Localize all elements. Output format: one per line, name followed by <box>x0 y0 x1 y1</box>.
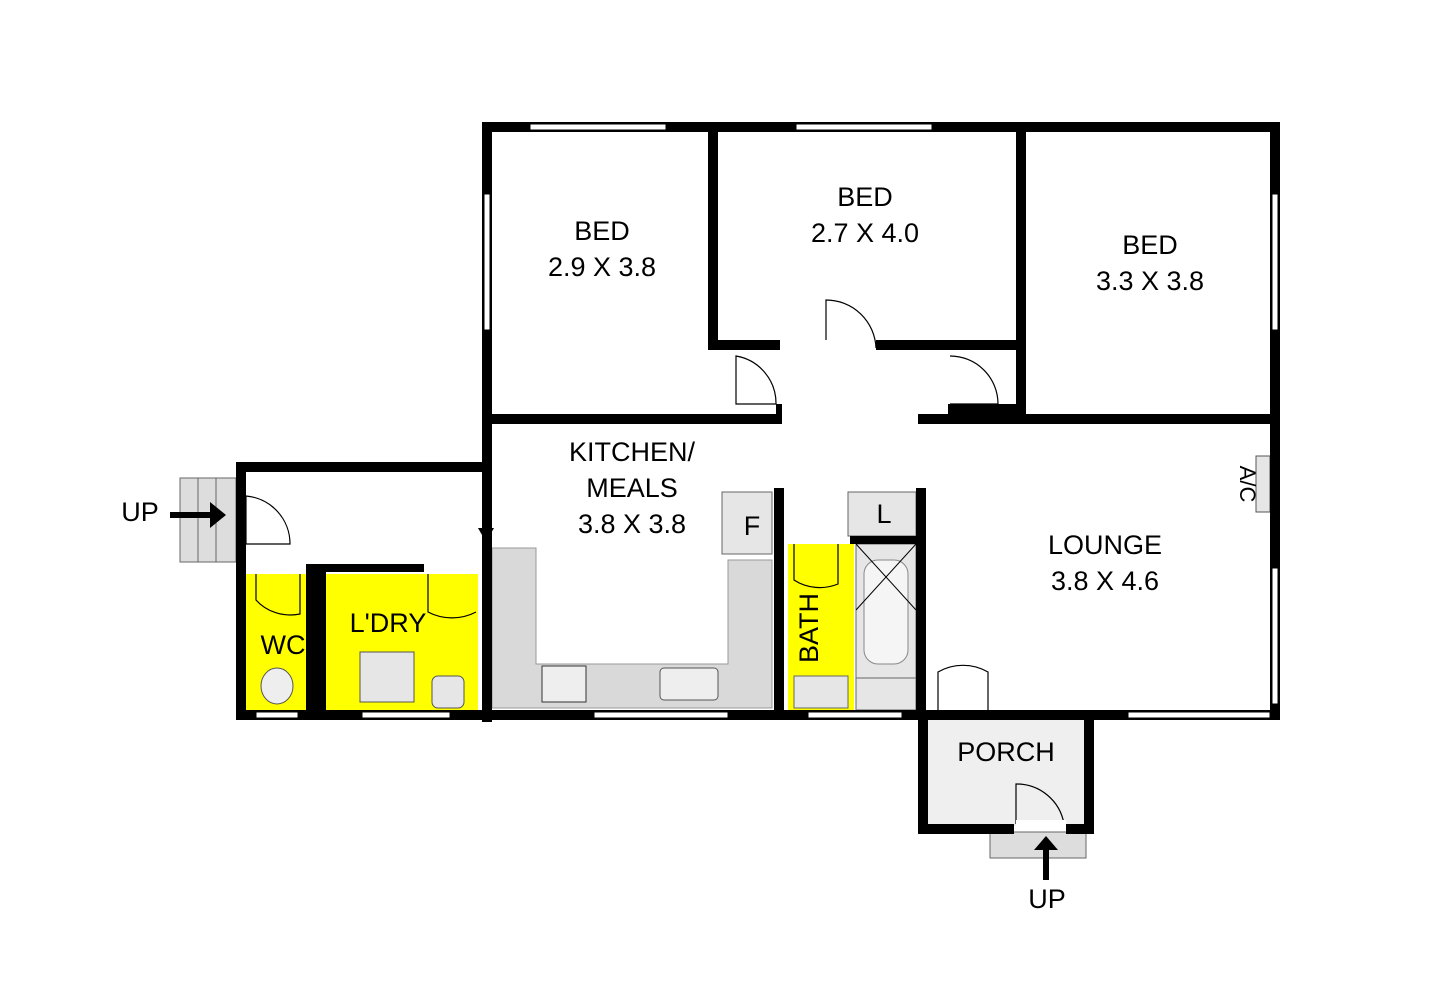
arrow-down-icon <box>478 528 494 542</box>
doors <box>245 299 1066 830</box>
toilet-icon <box>260 667 294 705</box>
kitchen-name: KITCHEN/ <box>569 437 696 467</box>
bed3-size: 3.3 X 3.8 <box>1096 266 1204 296</box>
bath-name: BATH <box>794 593 824 663</box>
kitchen-bench <box>491 547 773 709</box>
sink-icon <box>659 667 719 701</box>
washing-machine-icon <box>359 651 415 703</box>
fridge-space <box>721 491 773 555</box>
bed1-name: BED <box>574 216 630 246</box>
bathtub-inner <box>863 559 909 665</box>
bed1-size: 2.9 X 3.8 <box>548 252 656 282</box>
bed2-name: BED <box>837 182 893 212</box>
arrow-up-icon <box>1034 836 1058 850</box>
walls <box>236 122 1280 834</box>
bath-cabinet <box>855 677 917 711</box>
lounge-name: LOUNGE <box>1048 530 1162 560</box>
wc-name: WC <box>261 630 306 660</box>
bed2-size: 2.7 X 4.0 <box>811 218 919 248</box>
cooktop-icon <box>541 665 587 703</box>
side-entry-label: UP <box>121 497 159 527</box>
linen-label: L <box>876 499 891 529</box>
fridge-label: F <box>744 511 761 541</box>
tub-icon <box>431 675 465 709</box>
porch-floor <box>926 718 1086 826</box>
laundry-name: L'DRY <box>350 608 427 638</box>
side-steps <box>179 477 237 563</box>
windows <box>255 123 1279 719</box>
porch-name: PORCH <box>957 737 1055 767</box>
arrows <box>170 470 1058 880</box>
kitchen-name-2: MEALS <box>586 473 678 503</box>
aircon-label: A/C <box>1235 466 1260 503</box>
basin-icon <box>793 675 849 709</box>
bed3-name: BED <box>1122 230 1178 260</box>
arrow-right-icon <box>210 502 226 528</box>
lounge-size: 3.8 X 4.6 <box>1051 566 1159 596</box>
front-step <box>989 831 1087 859</box>
front-entry-label: UP <box>1028 884 1066 914</box>
shower-cross <box>855 543 917 611</box>
kitchen-size: 3.8 X 3.8 <box>578 509 686 539</box>
